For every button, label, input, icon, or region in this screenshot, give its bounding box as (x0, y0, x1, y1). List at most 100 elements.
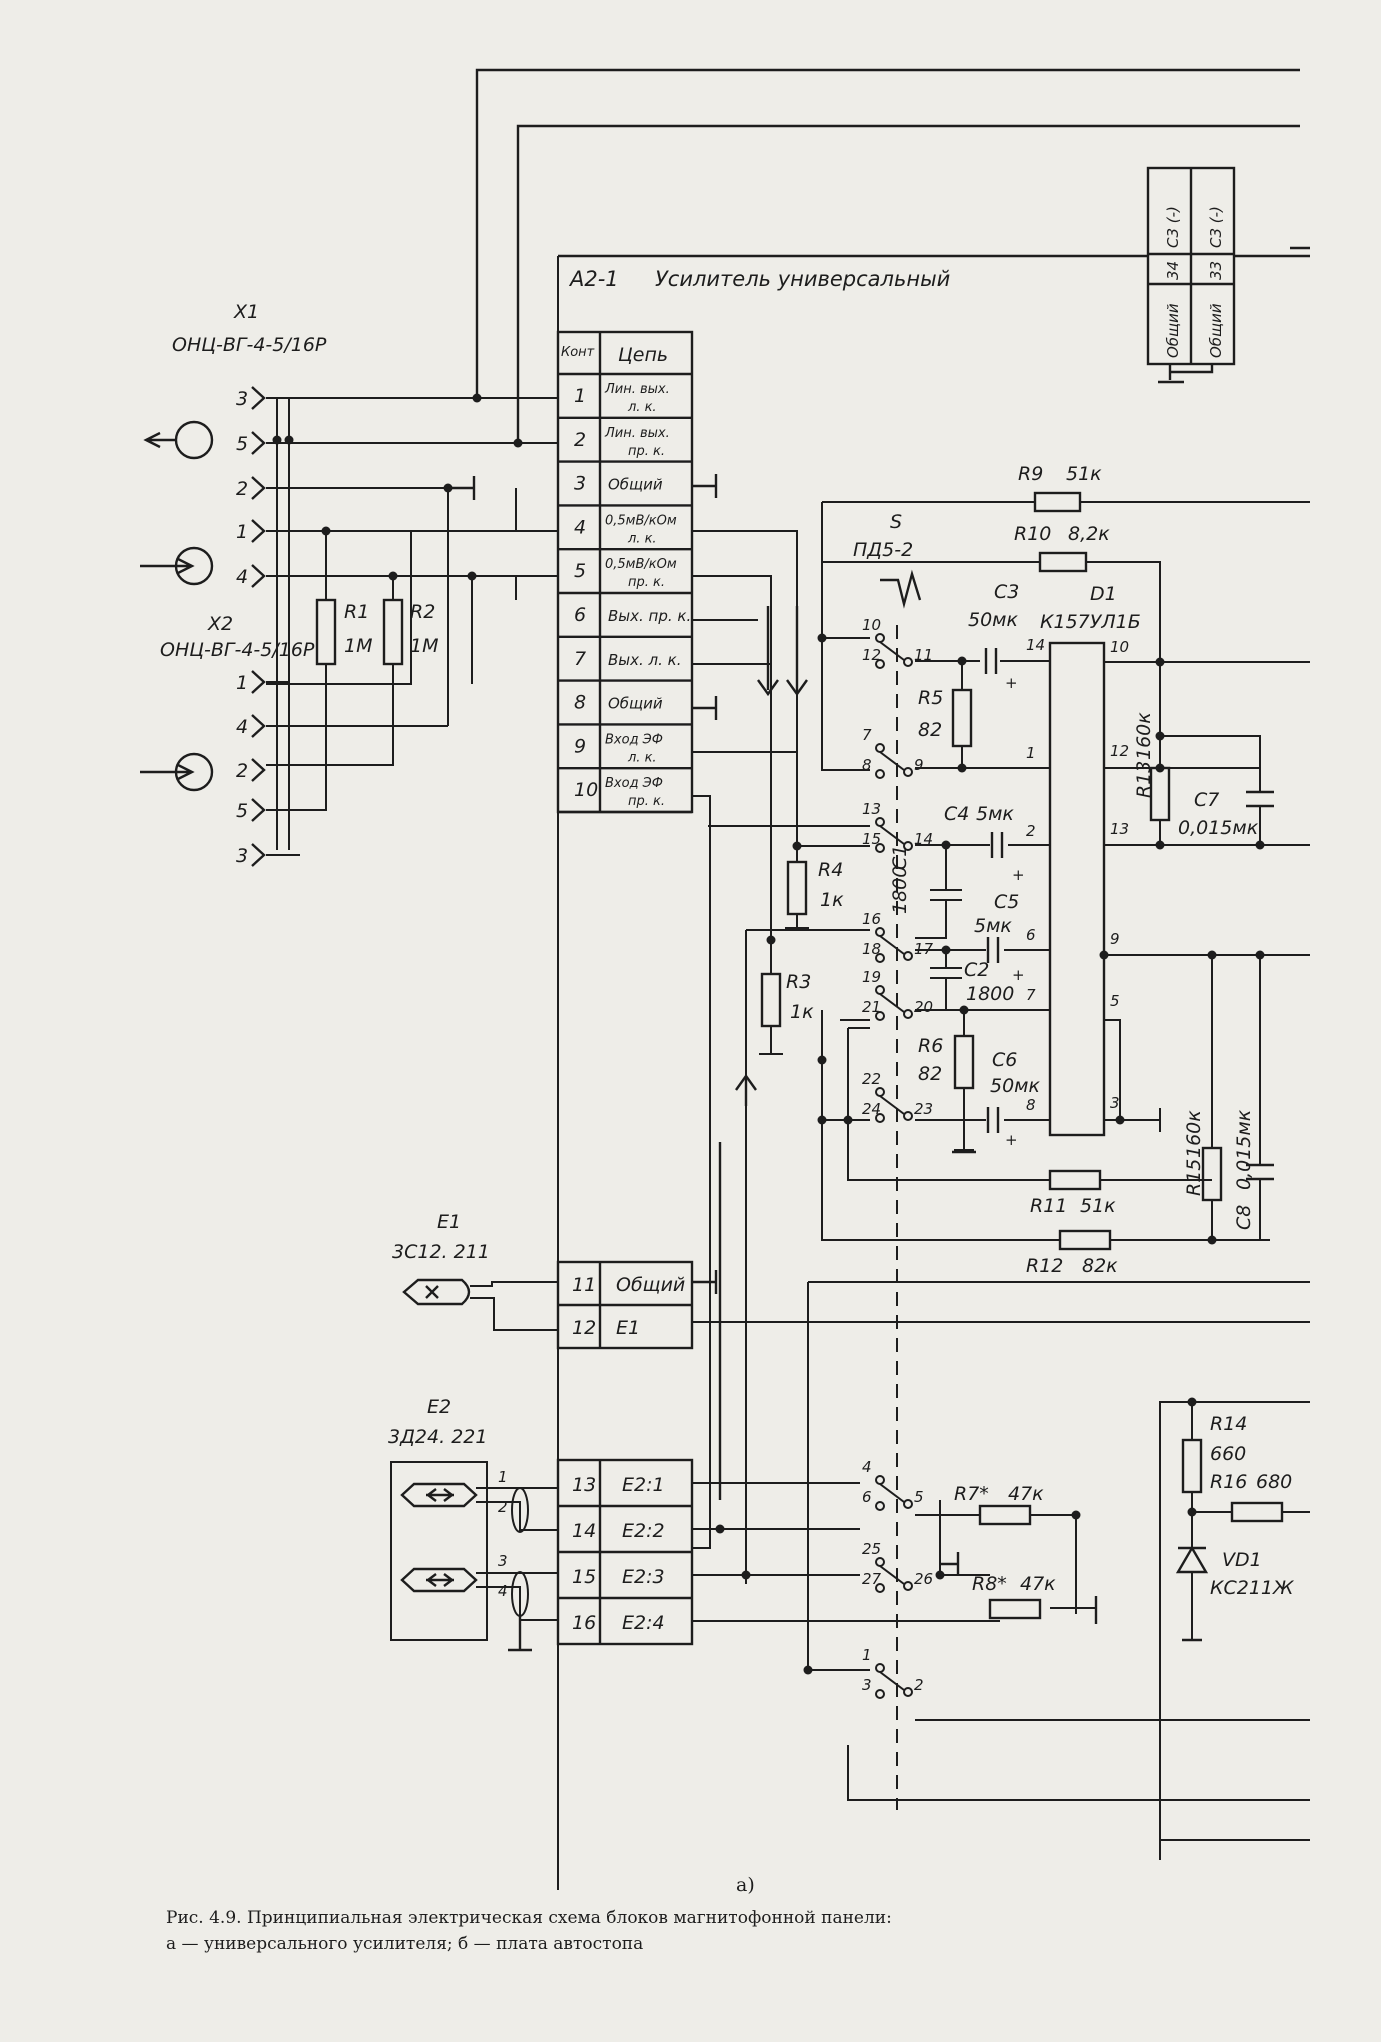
common-terminal-box: Общий Общий 34 33 С3 (-) С3 (-) (1146, 166, 1236, 384)
switch-contact (875, 927, 885, 937)
x1-pin-label: 1 (236, 521, 248, 543)
ic-pin-label: 3 (1110, 1094, 1120, 1112)
junction-dot (803, 1665, 813, 1675)
switch-contact (875, 769, 885, 779)
junction-dot (513, 438, 523, 448)
switch-pin-label: 21 (862, 998, 881, 1016)
junction-dot (443, 483, 453, 493)
table-row-chain: Вых. пр. к. (608, 607, 691, 625)
component-label: 160к (1133, 712, 1155, 760)
input-wiring (692, 530, 1310, 1671)
component-label: R7* (954, 1483, 989, 1505)
stabilizer-section (1159, 1401, 1310, 1860)
switch-pin-label: 27 (862, 1570, 882, 1588)
switch-contact (875, 843, 885, 853)
svg-text:1: 1 (498, 1468, 508, 1486)
table-row-chain: E2:3 (622, 1566, 665, 1588)
x2-pin (251, 758, 266, 782)
table-row-chain: 0,5мВ/кОм (605, 513, 677, 528)
table-row-kont: 14 (572, 1520, 596, 1542)
caption-line-2: а — универсального усилителя; б — плата … (166, 1934, 644, 1954)
common-circuit-2: С3 (-) (1207, 206, 1225, 248)
switch-pin-label: 7 (862, 726, 872, 744)
switch-name: S (890, 511, 902, 533)
common-label-2: Общий (1207, 303, 1225, 358)
e2-switch-wiring (692, 1482, 1310, 1801)
table-row-kont: 12 (572, 1317, 596, 1339)
x2-pin-label: 1 (236, 672, 248, 694)
table-row-kont: 15 (572, 1566, 596, 1588)
ic-pin-label: 12 (1110, 742, 1129, 760)
switch-contact (903, 1009, 913, 1019)
switch-contact (875, 659, 885, 669)
junction-dot (1187, 1397, 1197, 1407)
table-row-kont: 6 (574, 604, 586, 626)
ic-pin-label: 14 (1026, 636, 1045, 654)
x2-pin (251, 670, 266, 694)
switch-pin-label: 25 (862, 1540, 881, 1558)
switch-pin-label: 1 (862, 1646, 872, 1664)
switch-pin-label: 2 (914, 1676, 924, 1694)
table-row-chain-2: л. к. (627, 531, 657, 546)
component-label: C4 (944, 803, 969, 825)
x1-type: ОНЦ-ВГ-4-5/16Р (172, 334, 327, 356)
x2-pin-label: 4 (236, 716, 248, 738)
junction-dot (766, 935, 776, 945)
component-label: КС211Ж (1210, 1577, 1295, 1599)
x2-pin-label: 3 (236, 845, 248, 867)
resistor-r1-r2: R1 1М R2 1М (315, 598, 438, 666)
component-label: R14 (1210, 1413, 1247, 1435)
junction-dot (959, 1005, 969, 1015)
junction-dot (817, 1115, 827, 1125)
switch-contact (875, 1011, 885, 1021)
x2-pin (251, 843, 266, 867)
junction-dot (1155, 763, 1165, 773)
component-label: 1к (820, 889, 844, 911)
component-label: R9 (1018, 463, 1043, 485)
switch-contact (875, 1583, 885, 1593)
switch-contact (903, 1499, 913, 1509)
svg-text:+: + (1012, 966, 1025, 984)
switch-contact (875, 1475, 885, 1485)
table-row-chain: 0,5мВ/кОм (605, 557, 677, 572)
component-label: 660 (1210, 1443, 1246, 1465)
table-row-chain: Общий (616, 1274, 685, 1296)
junction-dot (1099, 950, 1109, 960)
component-label: 5мк (976, 803, 1014, 825)
switch-pin-label: 19 (862, 968, 881, 986)
table-row-chain: Лин. вых. (604, 382, 670, 397)
x2-pin (251, 714, 266, 738)
x1-pin-label: 4 (236, 566, 248, 588)
switch-pin-label: 3 (862, 1676, 872, 1694)
switch-contact (903, 1581, 913, 1591)
caption-line-1: Рис. 4.9. Принципиальная электрическая с… (166, 1908, 892, 1928)
component-label: 1800 (966, 983, 1014, 1005)
table-head-kont: Конт (561, 345, 595, 360)
junction-dot (272, 435, 282, 445)
component-label: R8* (972, 1573, 1007, 1595)
component-label: 51к (1080, 1195, 1116, 1217)
switch-pin-label: 23 (914, 1100, 933, 1118)
component-label: 47к (1020, 1573, 1056, 1595)
switch-pin-label: 16 (862, 910, 881, 928)
component-label: 0,015мк (1233, 1109, 1255, 1190)
junction-dot (941, 840, 951, 850)
component-label: R6 (918, 1035, 943, 1057)
switch-contact (875, 743, 885, 753)
amp-wiring (821, 491, 1310, 1251)
junction-dot (941, 945, 951, 955)
common-num-2: 33 (1207, 261, 1225, 280)
switch-pin-label: 13 (862, 800, 881, 818)
table-row-chain: Общий (608, 476, 663, 494)
switch-contact (875, 1557, 885, 1567)
x2-pin-label: 5 (236, 800, 248, 822)
table-row-chain: Вход ЭФ (605, 776, 663, 791)
switch-contact (875, 985, 885, 995)
table-row-chain-2: л. к. (627, 750, 657, 765)
junction-dot (1115, 1115, 1125, 1125)
r2-label: R2 (410, 601, 435, 623)
